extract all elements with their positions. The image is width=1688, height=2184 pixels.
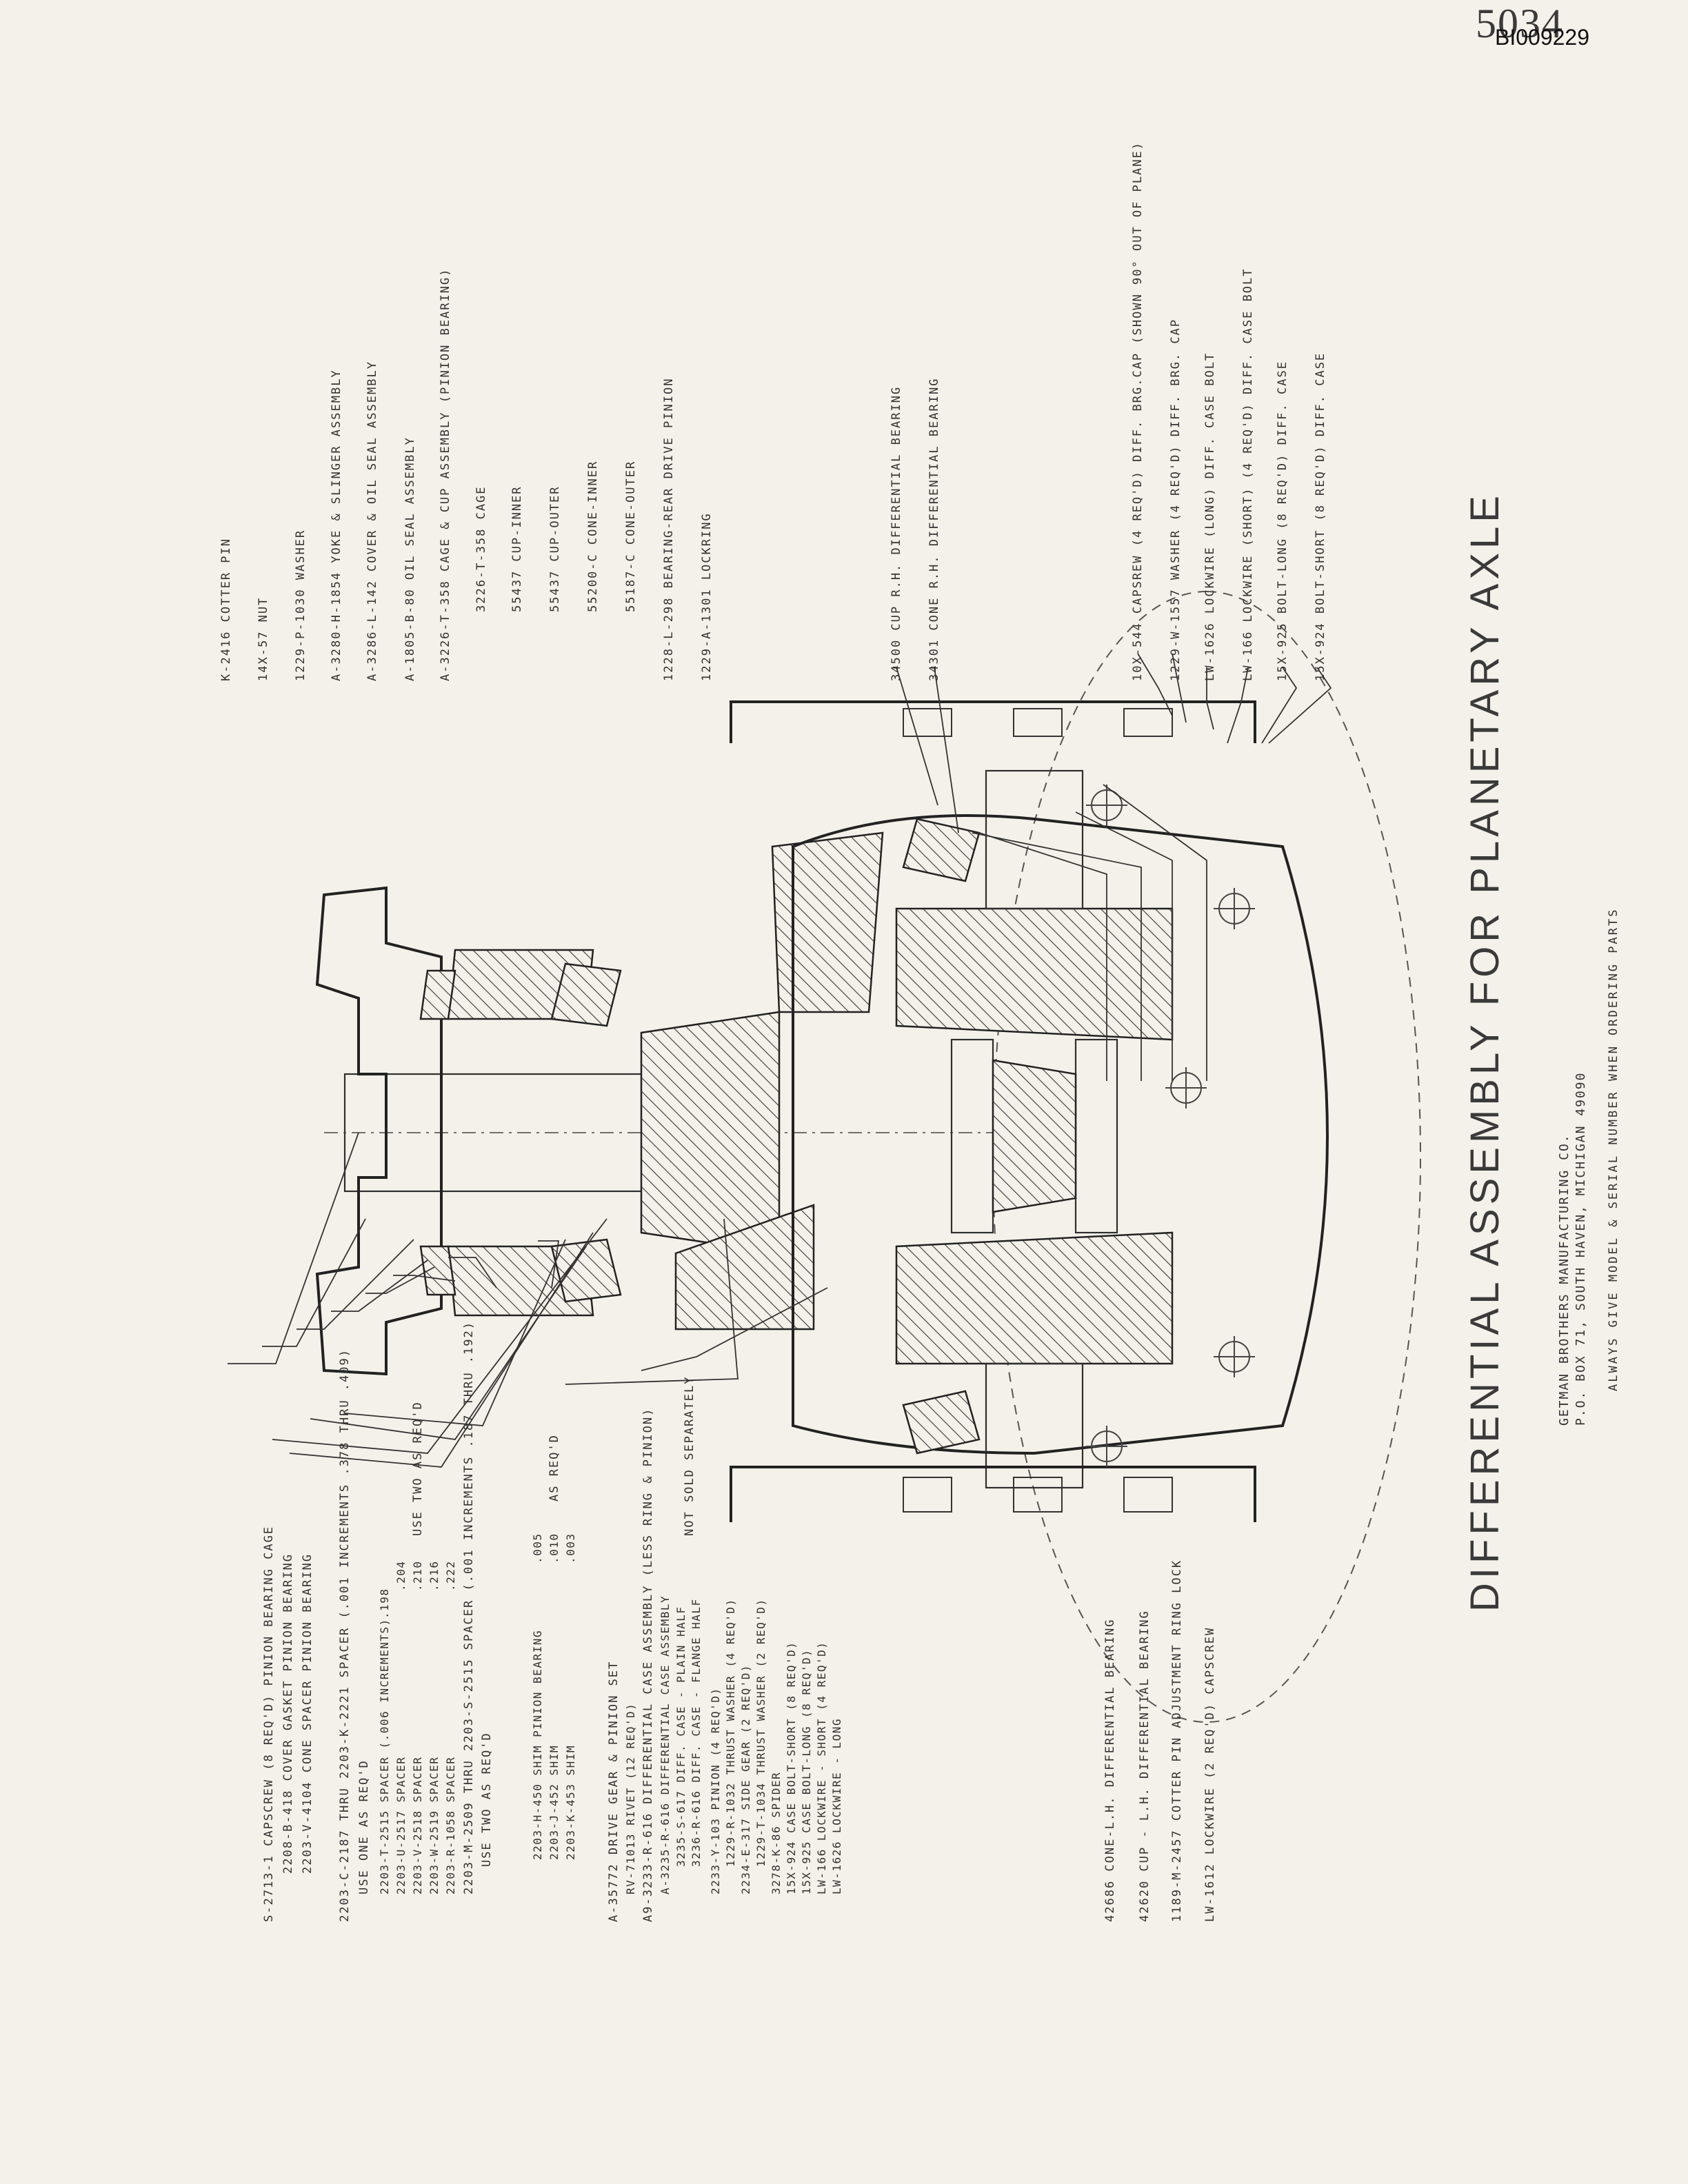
- part-label-left-0: S-2713-1 CAPSCREW (8 REQ'D) PINION BEARI…: [262, 1525, 276, 1922]
- part-label-lower-2: A9-3233-R-616 DIFFERENTIAL CASE ASSEMBLY…: [641, 1407, 655, 1922]
- spacer-line-1: 2203-U-2517 SPACER: [394, 1756, 408, 1894]
- spacer-line-4: 2203-R-1058 SPACER: [444, 1756, 457, 1894]
- part-label-lower-12: 15X-925 CASE BOLT-LONG (8 REQ'D): [800, 1648, 813, 1894]
- axle-shaft-left: [985, 769, 1084, 910]
- part-label-lower-10: 3278-K-86 SPIDER: [770, 1771, 783, 1894]
- leader-lines-left: [272, 1218, 828, 1468]
- side-gear-right: [895, 1231, 1174, 1365]
- leader-lines-bottom: [972, 784, 1207, 1081]
- part-label-lower-13: LW-166 LOCKWIRE - SHORT (4 REQ'D): [815, 1641, 828, 1894]
- drawing-title: DIFFERENTIAL ASSEMBLY FOR PLANETARY AXLE: [1463, 492, 1507, 1612]
- part-label-bottom-1: 42620 CUP - L.H. DIFFERENTIAL BEARING: [1138, 1610, 1152, 1922]
- part-label-lower-8: 2234-E-317 SIDE GEAR (2 REQ'D): [739, 1664, 752, 1894]
- drive-pinion: [640, 1011, 781, 1255]
- part-label-top-0: K-2416 COTTER PIN: [219, 538, 233, 681]
- side-gear-left: [895, 907, 1174, 1041]
- part-label-top-13: 1229-A-1301 LOCKRING: [700, 512, 714, 681]
- part-label-lower-5: 3236-R-616 DIFF. CASE - FLANGE HALF: [690, 1598, 703, 1867]
- part-label-lower-11: 15X-924 CASE BOLT-SHORT (8 REQ'D): [785, 1641, 798, 1894]
- shim-value-0: .005: [531, 1533, 544, 1564]
- shim-line-0: 2203-H-450 SHIM PINION BEARING: [531, 1630, 544, 1860]
- yoke-flange: [315, 886, 443, 1376]
- ordering-notice: ALWAYS GIVE MODEL & SERIAL NUMBER WHEN O…: [1607, 907, 1620, 1391]
- part-label-lower-0: A-35772 DRIVE GEAR & PINION SET: [607, 1660, 621, 1922]
- part-label-lower-4: 3235-S-617 DIFF. CASE - PLAIN HALF: [674, 1606, 687, 1867]
- part-label-right-1: 34301 CONE R.H. DIFFERENTIAL BEARING: [927, 377, 941, 681]
- housing-flange-right: [730, 1466, 1256, 1522]
- part-label-lower-7: 1229-R-1032 THRUST WASHER (4 REQ'D): [724, 1598, 737, 1867]
- spacer-use-two: USE TWO AS REQ'D: [411, 1401, 425, 1536]
- spacer-footer-use: USE TWO AS REQ'D: [480, 1732, 494, 1867]
- company-name: GETMAN BROTHERS MANUFACTURING CO.: [1557, 1133, 1571, 1426]
- part-label-top-11: 55187-C CONE-OUTER: [624, 460, 638, 612]
- spacer-value-2: .210: [411, 1560, 424, 1591]
- spacer-line-3: 2203-W-2519 SPACER: [428, 1756, 441, 1894]
- diff-bearing-rh: [902, 1390, 981, 1455]
- spacer-value-4: .222: [444, 1560, 457, 1591]
- part-label-top-8: 55437 CUP-INNER: [510, 485, 524, 612]
- axle-shaft-right: [985, 1362, 1084, 1489]
- shim-line-2: 2203-K-453 SHIM: [564, 1745, 577, 1860]
- part-label-left-1: 2208-B-418 COVER GASKET PINION BEARING: [281, 1553, 295, 1874]
- spacer-line-2: 2203-V-2518 SPACER: [411, 1756, 424, 1894]
- document-id: BI009229: [1495, 25, 1590, 50]
- spacer-line-0: 2203-T-2515 SPACER (.006 INCREMENTS): [378, 1618, 391, 1894]
- part-label-lower-6: 2233-Y-103 PINION (4 REQ'D): [709, 1687, 722, 1894]
- part-label-lower-9: 1229-T-1034 THRUST WASHER (2 REQ'D): [754, 1598, 767, 1867]
- not-sold-separately: NOT SOLD SEPARATELY: [683, 1375, 696, 1536]
- part-label-right-5: LW-166 LOCKWIRE (SHORT) (4 REQ'D) DIFF. …: [1241, 267, 1255, 681]
- part-label-right-2: 10X-544 CAPSREW (4 REQ'D) DIFF. BRG.CAP …: [1131, 141, 1145, 681]
- part-label-top-10: 55200-C CONE-INNER: [586, 460, 600, 612]
- part-label-right-0: 34500 CUP R.H. DIFFERENTIAL BEARING: [890, 385, 903, 681]
- part-label-right-7: 15X-924 BOLT-SHORT (8 REQ'D) DIFF. CASE: [1314, 352, 1327, 681]
- part-label-top-9: 55437 CUP-OUTER: [548, 485, 562, 612]
- part-label-bottom-0: 42686 CONE-L.H. DIFFERENTIAL BEARING: [1103, 1618, 1117, 1922]
- shim-value-2: .003: [564, 1533, 577, 1564]
- spacer-value-0: .198: [378, 1588, 391, 1619]
- company-address: P.O. BOX 71, SOUTH HAVEN, MICHIGAN 49090: [1574, 1071, 1588, 1426]
- part-label-top-1: 14X-57 NUT: [257, 596, 270, 681]
- part-label-right-3: 1229-W-1557 WASHER (4 REQ'D) DIFF. BRG. …: [1169, 318, 1183, 681]
- shim-line-1: 2203-J-452 SHIM: [547, 1745, 561, 1860]
- housing-outline-dashed: [992, 591, 1421, 1723]
- diff-bearing-lh: [902, 818, 981, 882]
- part-label-top-4: A-3286-L-142 COVER & OIL SEAL ASSEMBLY: [365, 361, 379, 681]
- part-label-top-12: 1228-L-298 BEARING-REAR DRIVE PINION: [662, 377, 676, 681]
- part-label-top-5: A-1805-B-80 OIL SEAL ASSEMBLY: [403, 436, 417, 681]
- differential-pinion: [992, 1059, 1077, 1213]
- part-label-bottom-3: LW-1612 LOCKWIRE (2 REQ'D) CAPSCREW: [1203, 1626, 1217, 1922]
- bearing-cap-bolts: [903, 708, 1173, 1513]
- housing-flange-left: [730, 700, 1256, 743]
- shim-value-1: .010: [547, 1533, 561, 1564]
- part-label-right-6: 15X-925 BOLT-LONG (8 REQ'D) DIFF. CASE: [1276, 361, 1289, 681]
- spider: [950, 1038, 994, 1234]
- part-label-top-3: A-3280-H-1854 YOKE & SLINGER ASSEMBLY: [330, 369, 343, 681]
- spacer-footer: 2203-M-2509 THRU 2203-S-2515 SPACER (.00…: [462, 1321, 476, 1894]
- part-label-lower-14: LW-1626 LOCKWIRE - LONG: [830, 1717, 843, 1894]
- leader-lines-right: [893, 653, 1332, 833]
- part-label-top-2: 1229-P-1030 WASHER: [294, 529, 308, 681]
- part-label-top-6: A-3226-T-358 CAGE & CUP ASSEMBLY (PINION…: [439, 267, 452, 681]
- part-label-lower-3: A-3235-R-616 DIFFERENTIAL CASE ASSEMBLY: [659, 1595, 672, 1894]
- spacer-header: 2203-C-2187 THRU 2203-K-2221 SPACER (.00…: [338, 1348, 352, 1922]
- part-label-top-7: 3226-T-358 CAGE: [474, 485, 488, 612]
- ring-gear: [674, 1204, 815, 1331]
- part-label-left-2: 2203-V-4104 CONE SPACER PINION BEARING: [301, 1553, 314, 1874]
- leader-lines-top: [228, 1132, 560, 1364]
- handwritten-stamp: 5034: [1476, 1, 1564, 46]
- cover-oil-seal: [419, 1245, 456, 1296]
- part-label-lower-1: RV-71013 RIVET (12 REQ'D): [624, 1702, 637, 1894]
- shim-note: AS REQ'D: [547, 1434, 561, 1502]
- spacer-value-3: .216: [428, 1560, 441, 1591]
- spacer-use-one: USE ONE AS REQ'D: [357, 1759, 371, 1894]
- pinion-bearing-inner: [550, 1238, 622, 1303]
- part-label-bottom-2: 1189-M-2457 COTTER PIN ADJUSTMENT RING L…: [1170, 1559, 1184, 1922]
- housing-bolt-marks: [1086, 785, 1255, 1467]
- part-label-right-4: LW-1626 LOCKWIRE (LONG) DIFF. CASE BOLT: [1203, 352, 1217, 681]
- spacer-value-1: .204: [394, 1560, 408, 1591]
